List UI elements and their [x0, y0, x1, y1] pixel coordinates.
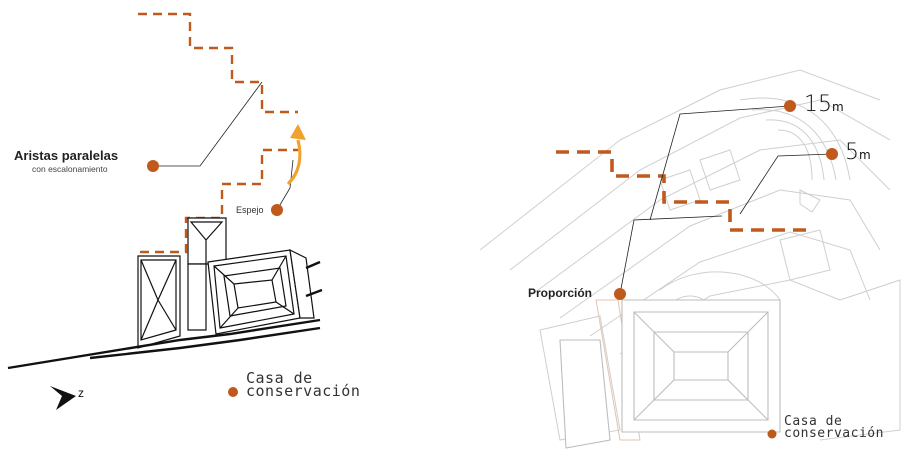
legend-left-line1: Casa de: [246, 369, 313, 387]
legend-right-line2: conservación: [784, 426, 884, 441]
building-casa-conservacion: [207, 248, 315, 335]
north-arrow-icon: [50, 386, 76, 410]
left-axonometric-sketch: z: [7, 12, 323, 410]
stepped-profile-plan: [556, 150, 806, 232]
right-plan-view: [479, 69, 901, 449]
north-arrow-label: z: [78, 386, 84, 400]
height-5-value: 5: [845, 140, 859, 165]
ground-lines: [7, 260, 323, 370]
dot-legend-left: [228, 387, 238, 397]
dot-aristas: [147, 160, 159, 172]
height-5-unit: m: [859, 148, 871, 162]
dot-espejo: [271, 204, 283, 216]
building-center-tall: [187, 217, 227, 331]
dot-5m: [826, 148, 838, 160]
label-aristas-title: Aristas paralelas: [14, 148, 119, 163]
mirror-arrowhead-icon: [290, 124, 306, 140]
label-espejo: Espejo: [236, 205, 264, 215]
leader-5m: [739, 153, 833, 215]
faint-building-plan: [559, 299, 781, 449]
height-15-unit: m: [832, 100, 844, 114]
stepped-profile-upper: [138, 12, 298, 114]
leader-espejo: [276, 159, 294, 211]
stepped-profile-lower: [140, 148, 298, 254]
height-label-5m: 5m: [845, 140, 871, 165]
height-15-value: 15: [804, 92, 832, 117]
mirror-arrow-icon: [286, 139, 302, 186]
leader-proporcion: [619, 215, 723, 295]
legend-left: Casa de conservación: [246, 369, 361, 400]
label-proporcion: Proporción: [528, 286, 593, 300]
legend-right-line1: Casa de: [784, 414, 843, 429]
dot-proporcion: [614, 288, 626, 300]
legend-left-line2: conservación: [246, 382, 361, 400]
label-aristas-subtitle: con escalonamiento: [32, 164, 108, 174]
leader-15m: [649, 105, 791, 221]
dot-legend-right: [767, 429, 777, 439]
height-label-15m: 15m: [804, 92, 844, 117]
leader-aristas: [154, 81, 263, 167]
dot-15m: [784, 100, 796, 112]
legend-right: Casa de conservación: [784, 414, 884, 441]
building-left-tall: [137, 255, 181, 349]
